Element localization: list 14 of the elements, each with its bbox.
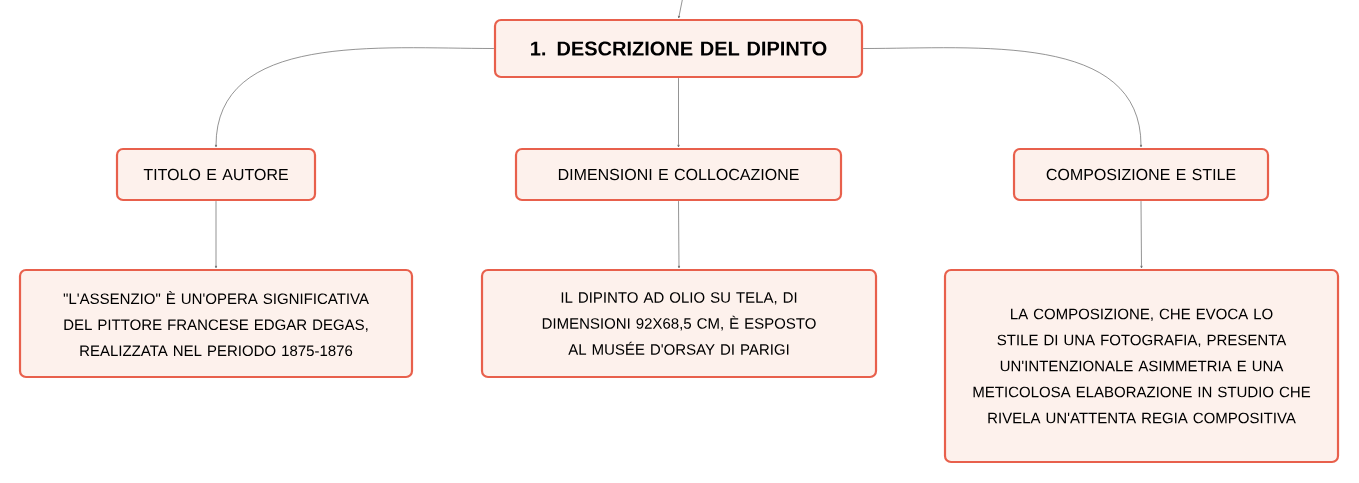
subtopic-box: COMPOSIZIONE E STILE xyxy=(1012,147,1270,202)
arrow xyxy=(677,77,680,148)
topic-box: 1. DESCRIZIONE DEL DIPINTO xyxy=(493,18,864,79)
subtopic-box: DIMENSIONI E COLLOCAZIONE xyxy=(514,147,843,202)
text-box: "L'ASSENZIO" È UN'OPERA SIGNIFICATIVA DEL PITTORE FRANCESE EDGAR DEGAS, REALIZZATA NEL PERIODO 1875-1876 xyxy=(18,268,414,379)
subtopic-box: TITOLO E AUTORE xyxy=(115,147,317,202)
arrow xyxy=(214,200,218,269)
text-box: IL DIPINTO AD OLIO SU TELA, DI DIMENSIONI 92X68,5 CM, È ESPOSTO AL MUSÉE D'ORSAY DI PARIGI xyxy=(480,268,878,379)
arrow xyxy=(1140,200,1143,269)
arrow xyxy=(214,47,495,148)
text-box: LA COMPOSIZIONE, CHE EVOCA LO STILE DI UNA FOTOGRAFIA, PRESENTA UN'INTENZIONALE ASIMMETRIA E UNA METICOLOSA ELABORAZIONE IN STUDIO CHE RIVELA UN'ATTENTA REGIA COMPOSITIVA xyxy=(943,268,1340,464)
arrow xyxy=(677,200,681,269)
arrow xyxy=(862,47,1143,148)
arrow xyxy=(678,0,684,19)
